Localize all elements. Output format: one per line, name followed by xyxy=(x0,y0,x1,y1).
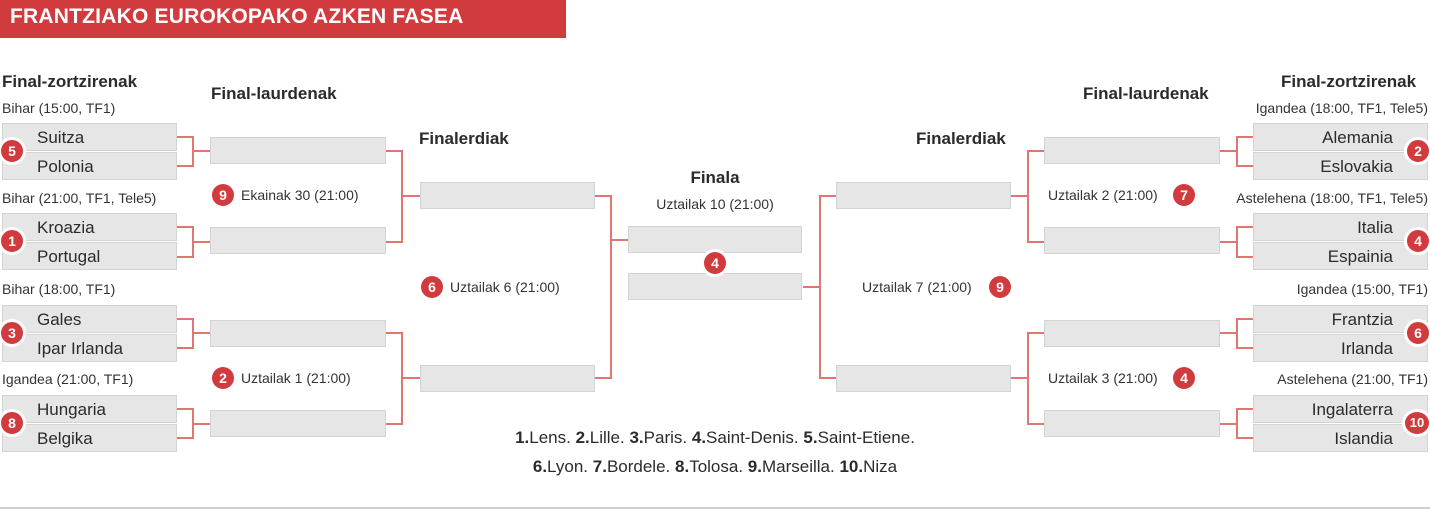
venue-badge: 2 xyxy=(1404,137,1430,165)
match-date: Bihar (18:00, TF1) xyxy=(2,281,116,297)
team-slot: Gales xyxy=(2,305,177,333)
venue-legend-line-2: 6.Lyon. 7.Bordele. 8.Tolosa. 9.Marseilla… xyxy=(0,457,1430,477)
venue-badge: 5 xyxy=(0,137,26,165)
legend-city: Bordele. xyxy=(606,457,671,476)
final-slot-top xyxy=(628,226,802,253)
team-slot: Islandia xyxy=(1253,424,1428,452)
semi-finals-heading-left: Finalerdiak xyxy=(419,129,509,148)
round-of-16-heading-left: Final-zortzirenak xyxy=(2,72,138,91)
team-slot: Polonia xyxy=(2,152,177,180)
page-title: FRANTZIAKO EUROKOPAKO AZKEN FASEA xyxy=(10,5,464,28)
quarter-final-slot xyxy=(210,137,386,164)
venue-badge: 4 xyxy=(1173,367,1195,389)
team-slot: Ipar Irlanda xyxy=(2,334,177,362)
quarter-final-slot xyxy=(1044,137,1220,164)
legend-number: 6. xyxy=(532,457,548,476)
final-heading: Finala xyxy=(690,168,740,187)
legend-number: 7. xyxy=(592,457,607,476)
legend-city: Lyon. xyxy=(547,457,589,476)
bottom-divider xyxy=(0,507,1430,509)
team-slot: Suitza xyxy=(2,123,177,151)
legend-number: 8. xyxy=(675,457,690,476)
team-slot: Eslovakia xyxy=(1253,152,1428,180)
legend-number: 3. xyxy=(629,428,644,447)
match-date: Uztailak 3 (21:00) xyxy=(1048,370,1158,386)
venue-legend-line-1: 1.Lens. 2.Lille. 3.Paris. 4.Saint-Denis.… xyxy=(0,428,1430,448)
legend-number: 5. xyxy=(803,428,818,447)
team-slot: Ingalaterra xyxy=(1253,395,1428,423)
venue-badge: 10 xyxy=(1402,409,1430,437)
legend-city: Saint-Etiene. xyxy=(817,428,915,447)
team-slot: Italia xyxy=(1253,213,1428,241)
venue-badge: 3 xyxy=(0,319,26,347)
match-date: Ekainak 30 (21:00) xyxy=(241,187,359,203)
title-banner xyxy=(0,0,566,38)
team-slot: Portugal xyxy=(2,242,177,270)
venue-badge: 4 xyxy=(1404,227,1430,255)
team-slot: Alemania xyxy=(1253,123,1428,151)
quarter-final-slot xyxy=(210,227,386,254)
match-date: Uztailak 6 (21:00) xyxy=(450,279,560,295)
match-date: Bihar (21:00, TF1, Tele5) xyxy=(2,190,157,206)
legend-number: 2. xyxy=(575,428,590,447)
quarter-final-slot xyxy=(1044,320,1220,347)
match-date: Uztailak 7 (21:00) xyxy=(862,279,972,295)
venue-badge: 4 xyxy=(701,249,729,277)
semi-finals-heading-right: Finalerdiak xyxy=(916,129,1006,148)
legend-city: Saint-Denis. xyxy=(706,428,799,447)
quarter-final-slot xyxy=(210,410,386,437)
final-slot-bottom xyxy=(628,273,802,300)
legend-number: 9. xyxy=(747,457,762,476)
legend-city: Niza xyxy=(863,457,898,476)
venue-badge: 6 xyxy=(1404,319,1430,347)
legend-number: 10. xyxy=(839,457,864,476)
quarter-finals-heading-left: Final-laurdenak xyxy=(211,84,337,103)
legend-city: Lille. xyxy=(589,428,625,447)
legend-city: Lens. xyxy=(529,428,571,447)
quarter-final-slot xyxy=(1044,227,1220,254)
quarter-final-slot xyxy=(1044,410,1220,437)
venue-badge: 7 xyxy=(1173,184,1195,206)
match-date: Igandea (18:00, TF1, Tele5) xyxy=(1255,100,1428,116)
quarter-final-slot xyxy=(210,320,386,347)
match-date: Igandea (15:00, TF1) xyxy=(1296,281,1428,297)
match-date: Astelehena (18:00, TF1, Tele5) xyxy=(1236,190,1428,206)
legend-city: Tolosa. xyxy=(689,457,744,476)
venue-badge: 2 xyxy=(212,367,234,389)
team-slot: Espainia xyxy=(1253,242,1428,270)
legend-number: 1. xyxy=(515,428,530,447)
legend-city: Marseilla. xyxy=(761,457,835,476)
final-date: Uztailak 10 (21:00) xyxy=(656,196,774,212)
match-date: Astelehena (21:00, TF1) xyxy=(1277,371,1428,387)
team-slot: Belgika xyxy=(2,424,177,452)
team-slot: Hungaria xyxy=(2,395,177,423)
match-date: Uztailak 2 (21:00) xyxy=(1048,187,1158,203)
quarter-finals-heading-right: Final-laurdenak xyxy=(1083,84,1209,103)
round-of-16-heading-right: Final-zortzirenak xyxy=(1281,72,1417,91)
team-slot: Frantzia xyxy=(1253,305,1428,333)
team-slot: Kroazia xyxy=(2,213,177,241)
venue-badge: 8 xyxy=(0,409,26,437)
venue-badge: 1 xyxy=(0,227,26,255)
semi-final-slot xyxy=(420,365,595,392)
semi-final-slot xyxy=(420,182,595,209)
semi-final-slot xyxy=(836,365,1011,392)
venue-badge: 9 xyxy=(212,184,234,206)
match-date: Igandea (21:00, TF1) xyxy=(2,371,134,387)
venue-badge: 6 xyxy=(421,276,443,298)
team-slot: Irlanda xyxy=(1253,334,1428,362)
match-date: Bihar (15:00, TF1) xyxy=(2,100,116,116)
match-date: Uztailak 1 (21:00) xyxy=(241,370,351,386)
legend-city: Paris. xyxy=(643,428,688,447)
venue-badge: 9 xyxy=(989,276,1011,298)
legend-number: 4. xyxy=(691,428,707,447)
semi-final-slot xyxy=(836,182,1011,209)
